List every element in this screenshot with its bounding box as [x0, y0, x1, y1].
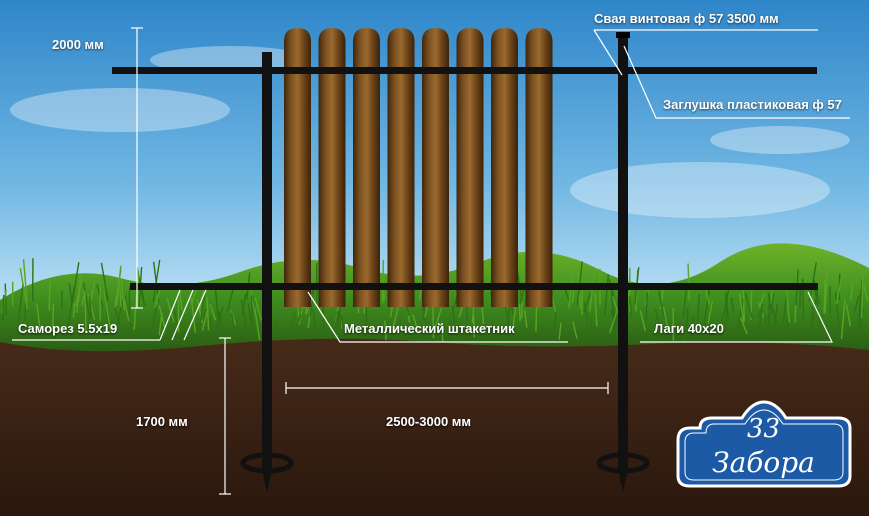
screw-tip-right [596, 452, 650, 492]
leader-metal-picket [307, 291, 568, 343]
logo: 33 Забора [676, 410, 851, 486]
logo-badge [676, 400, 852, 488]
metal-picket-label: Металлический штакетник [344, 321, 515, 336]
pile-right [618, 34, 628, 472]
plastic-cap-label: Заглушка пластиковая ф 57 [663, 97, 842, 112]
clouds [10, 46, 850, 218]
lags-label: Лаги 40х20 [654, 321, 724, 336]
leader-lags [640, 291, 833, 343]
bottom-lag [130, 283, 818, 290]
depth-below-label: 1700 мм [136, 414, 188, 429]
logo-word: Забора [712, 446, 815, 479]
height-above-label: 2000 мм [52, 37, 104, 52]
span-label: 2500-3000 мм [386, 414, 472, 429]
screw-tip-left [240, 452, 294, 492]
dimension-lines [12, 27, 850, 495]
leader-plastic-cap [623, 45, 850, 119]
logo-number: 33 [746, 414, 781, 444]
self-tapping-screw-label: Саморез 5.5х19 [18, 321, 118, 336]
picket-group [284, 28, 553, 307]
pile-left [262, 52, 272, 472]
screw-pile-label: Свая винтовая ф 57 3500 мм [594, 11, 779, 26]
top-lag [112, 67, 817, 74]
fence [112, 28, 818, 492]
plastic-cap [616, 32, 630, 38]
